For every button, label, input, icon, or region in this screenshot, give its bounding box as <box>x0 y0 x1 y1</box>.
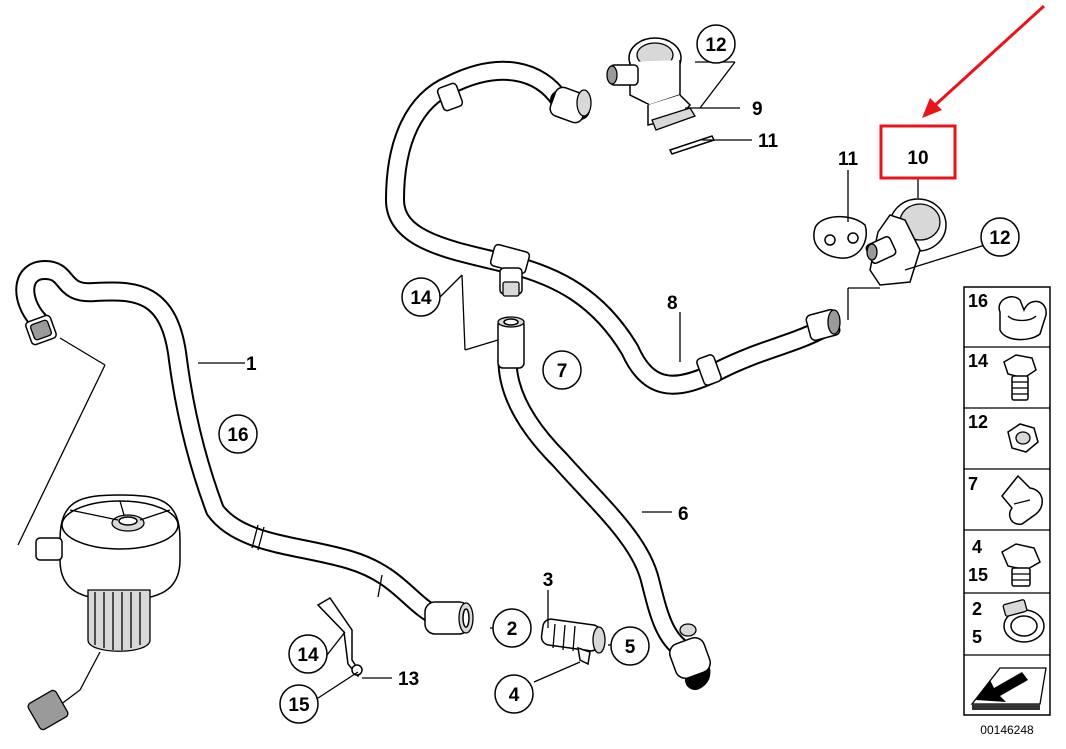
hose-1 <box>15 260 472 630</box>
callout-12-top: 12 <box>705 35 726 56</box>
callout-4-circle <box>494 674 534 714</box>
callout-14-top: 14 <box>410 288 432 309</box>
hex-nut-icon <box>1007 423 1039 453</box>
leader-pump-hose1 <box>17 364 106 546</box>
callout-9: 9 <box>752 99 763 120</box>
reference-number: 00146248 <box>980 723 1034 737</box>
legend-row-spring-clip: 7 <box>968 474 1043 525</box>
legend-label-12: 12 <box>968 412 988 432</box>
callout-4: 4 <box>509 685 520 706</box>
callout-16: 16 <box>227 425 248 446</box>
hose-8-end-connector <box>805 308 841 342</box>
legend-row-arrow-symbol <box>970 667 1047 710</box>
legend-label-16: 16 <box>968 291 988 311</box>
legend-panel: 16 14 12 7 <box>963 286 1051 716</box>
gasket-11-right <box>813 216 867 259</box>
callout-12-right-circle <box>980 217 1020 257</box>
hose-6-top-connector <box>497 316 525 369</box>
legend-row-hex-nut: 12 <box>968 412 1039 453</box>
callout-14-bottom-circle <box>288 634 328 674</box>
highlight-box-10 <box>879 124 957 180</box>
spring-clip-icon <box>1001 474 1043 525</box>
callout-5-circle <box>610 626 650 666</box>
legend-label-5: 5 <box>972 627 982 647</box>
callout-8: 8 <box>667 293 678 314</box>
valve-10 <box>865 198 947 286</box>
callout-10: 10 <box>907 148 928 169</box>
callout-11-right: 11 <box>838 149 859 170</box>
callout-11-top: 11 <box>758 131 779 152</box>
callout-1: 1 <box>246 354 257 375</box>
highlight-arrow-icon <box>922 4 1046 118</box>
callout-15-circle <box>279 684 319 724</box>
gasket-11-top <box>668 135 716 155</box>
hex-bolt-icon <box>1003 354 1037 401</box>
tee-connector <box>489 243 531 297</box>
callout-12-right: 12 <box>989 228 1010 249</box>
legend-label-15: 15 <box>968 565 988 585</box>
callout-7: 7 <box>557 361 568 382</box>
callout-14-top-circle <box>401 277 441 317</box>
callout-16-circle <box>218 414 258 454</box>
leader-lines <box>198 61 986 701</box>
callout-15: 15 <box>288 695 310 716</box>
hose-clamp-icon <box>1002 599 1045 643</box>
legend-label-7: 7 <box>968 474 978 494</box>
valve-9 <box>606 37 696 131</box>
view-direction-arrow-icon <box>970 667 1047 710</box>
hose-1-end-connector <box>25 314 57 346</box>
legend-row-collar-screw: 4 15 <box>968 537 1041 587</box>
callouts: 1 16 2 3 4 5 6 7 8 9 10 11 11 12 12 13 1… <box>218 24 1020 724</box>
clip-icon <box>998 296 1047 341</box>
legend-label-2: 2 <box>972 599 982 619</box>
callout-6: 6 <box>678 504 689 525</box>
legend-row-hose-clamp: 2 5 <box>972 599 1045 647</box>
callout-2: 2 <box>507 619 518 640</box>
callout-7-circle <box>542 350 582 390</box>
legend-row-hex-bolt: 14 <box>968 351 1037 401</box>
callout-14-bottom: 14 <box>297 645 319 666</box>
callout-3: 3 <box>543 570 554 591</box>
callout-2-circle <box>492 608 532 648</box>
hose-8-valve-connector <box>549 86 592 124</box>
collar-screw-icon <box>1001 543 1041 587</box>
callout-13: 13 <box>398 669 419 690</box>
legend-label-14: 14 <box>968 351 988 371</box>
bracket-13 <box>316 597 363 678</box>
callout-5: 5 <box>625 637 636 658</box>
callout-12-top-circle <box>696 24 736 64</box>
legend-row-clip: 16 <box>968 291 1047 341</box>
connector-3 <box>540 618 606 666</box>
connector-2-area <box>424 601 474 635</box>
legend-label-4: 4 <box>972 537 982 557</box>
secondary-air-pump <box>27 494 181 731</box>
hose-6-bottom-end <box>668 623 712 680</box>
